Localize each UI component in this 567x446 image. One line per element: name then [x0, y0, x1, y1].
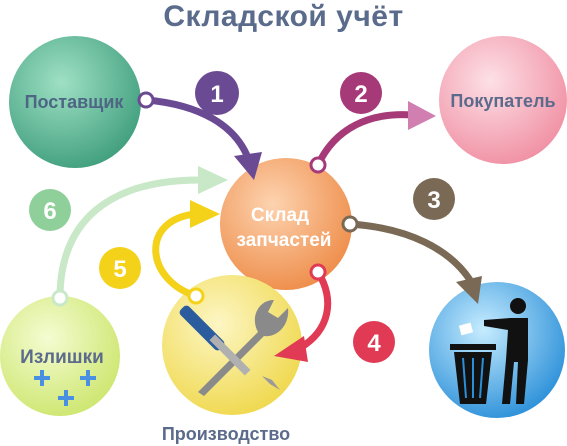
production-label: Производство — [162, 424, 290, 444]
arrow-6-start — [51, 289, 69, 307]
disposal-node — [429, 282, 565, 418]
arrow-5-head — [190, 200, 220, 228]
svg-text:3: 3 — [427, 187, 440, 214]
warehouse-node — [220, 158, 352, 290]
arrow-3-start — [341, 215, 359, 233]
supplier-label: Поставщик — [25, 92, 125, 112]
arrow-5-start — [187, 287, 205, 305]
svg-text:1: 1 — [210, 81, 223, 108]
svg-text:5: 5 — [113, 256, 126, 283]
buyer-node — [439, 36, 567, 164]
arrow-2 — [314, 111, 413, 167]
arrow-2-start — [309, 156, 327, 174]
surplus-label: Излишки — [20, 347, 104, 368]
arrow-1-head — [234, 152, 262, 180]
arrow-1-start — [137, 91, 155, 109]
step-badge-1: 1 — [195, 71, 239, 115]
warehouse-label-line2: запчастей — [237, 230, 332, 251]
step-badge-3: 3 — [413, 178, 455, 220]
arrow-3-head — [456, 276, 482, 304]
arrow-5 — [152, 210, 198, 300]
svg-text:6: 6 — [43, 198, 56, 225]
arrow-1 — [146, 96, 252, 160]
arrow-3 — [349, 220, 473, 282]
svg-text:2: 2 — [354, 81, 367, 108]
step-badge-2: 2 — [340, 72, 382, 114]
buyer-label: Покупатель — [450, 91, 555, 111]
arrow-4-start — [309, 263, 327, 281]
step-badge-4: 4 — [353, 321, 395, 363]
warehouse-label-line1: Склад — [251, 205, 309, 226]
arrow-4 — [298, 270, 332, 352]
production-node — [162, 275, 302, 415]
arrow-6 — [56, 176, 201, 299]
svg-text:4: 4 — [367, 330, 381, 357]
arrow-4-head — [274, 336, 308, 362]
page-title: Складской учёт — [163, 0, 404, 33]
plus-icons — [34, 370, 96, 406]
step-badge-5: 5 — [99, 247, 141, 289]
supplier-node — [9, 36, 141, 168]
step-badge-6: 6 — [29, 189, 71, 231]
arrow-6-head — [198, 166, 228, 194]
trash-bin-person-icon — [450, 298, 528, 404]
arrow-2-head — [408, 101, 436, 130]
wrench-screwdriver-icon — [179, 300, 289, 396]
